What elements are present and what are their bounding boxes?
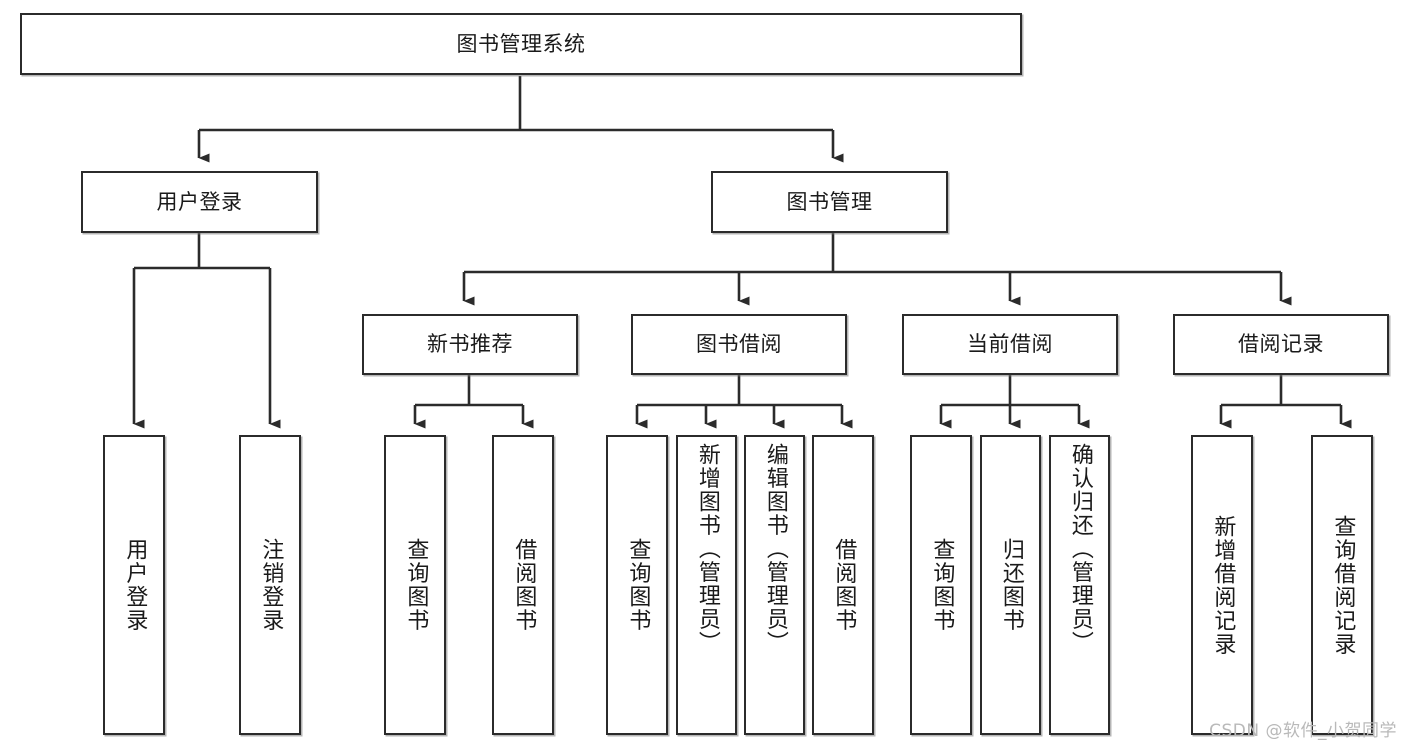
node-root[interactable]: 图书管理系统: [20, 13, 1022, 75]
node-leaf-edit-book[interactable]: 编辑图书（管理员）: [744, 435, 805, 735]
node-leaf-borrow-book-2[interactable]: 借阅图书: [812, 435, 874, 735]
node-borrow-record[interactable]: 借阅记录: [1173, 314, 1389, 375]
node-leaf-logout-label: 注销登录: [258, 538, 284, 632]
node-user-login-label: 用户登录: [156, 189, 243, 214]
node-leaf-query-book-2-label: 查询图书: [625, 538, 651, 632]
node-new-book-rec-label: 新书推荐: [427, 332, 513, 357]
node-leaf-borrow-book-2-label: 借阅图书: [831, 538, 857, 632]
node-current-borrow-label: 当前借阅: [967, 332, 1053, 357]
node-leaf-query-book-1-label: 查询图书: [403, 538, 429, 632]
node-leaf-query-book-3[interactable]: 查询图书: [910, 435, 972, 735]
node-leaf-query-book-3-label: 查询图书: [929, 538, 955, 632]
node-leaf-query-book-1[interactable]: 查询图书: [384, 435, 446, 735]
node-root-label: 图书管理系统: [456, 31, 586, 56]
node-borrow-record-label: 借阅记录: [1238, 332, 1324, 357]
node-leaf-user-login[interactable]: 用户登录: [103, 435, 165, 735]
node-leaf-return-book[interactable]: 归还图书: [980, 435, 1041, 735]
node-leaf-add-record[interactable]: 新增借阅记录: [1191, 435, 1253, 735]
csdn-watermark: CSDN @软件_小贺同学: [1209, 721, 1397, 741]
node-leaf-user-login-label: 用户登录: [122, 538, 148, 632]
node-leaf-add-book-label: 新增图书（管理员）: [694, 443, 720, 655]
node-leaf-add-book[interactable]: 新增图书（管理员）: [676, 435, 737, 735]
node-book-manage[interactable]: 图书管理: [711, 171, 948, 233]
node-leaf-query-record[interactable]: 查询借阅记录: [1311, 435, 1373, 735]
node-user-login[interactable]: 用户登录: [81, 171, 318, 233]
node-current-borrow[interactable]: 当前借阅: [902, 314, 1118, 375]
node-new-book-rec[interactable]: 新书推荐: [362, 314, 578, 375]
node-leaf-query-book-2[interactable]: 查询图书: [606, 435, 668, 735]
node-leaf-confirm-return[interactable]: 确认归还（管理员）: [1049, 435, 1110, 735]
node-leaf-logout[interactable]: 注销登录: [239, 435, 301, 735]
node-book-borrow[interactable]: 图书借阅: [631, 314, 847, 375]
node-leaf-return-book-label: 归还图书: [998, 538, 1024, 632]
node-leaf-borrow-book-1-label: 借阅图书: [511, 538, 537, 632]
node-book-manage-label: 图书管理: [786, 189, 873, 214]
node-leaf-edit-book-label: 编辑图书（管理员）: [762, 443, 788, 655]
node-leaf-add-record-label: 新增借阅记录: [1210, 514, 1236, 656]
node-leaf-confirm-return-label: 确认归还（管理员）: [1067, 443, 1093, 655]
node-book-borrow-label: 图书借阅: [696, 332, 782, 357]
node-leaf-query-record-label: 查询借阅记录: [1330, 514, 1356, 656]
node-leaf-borrow-book-1[interactable]: 借阅图书: [492, 435, 554, 735]
